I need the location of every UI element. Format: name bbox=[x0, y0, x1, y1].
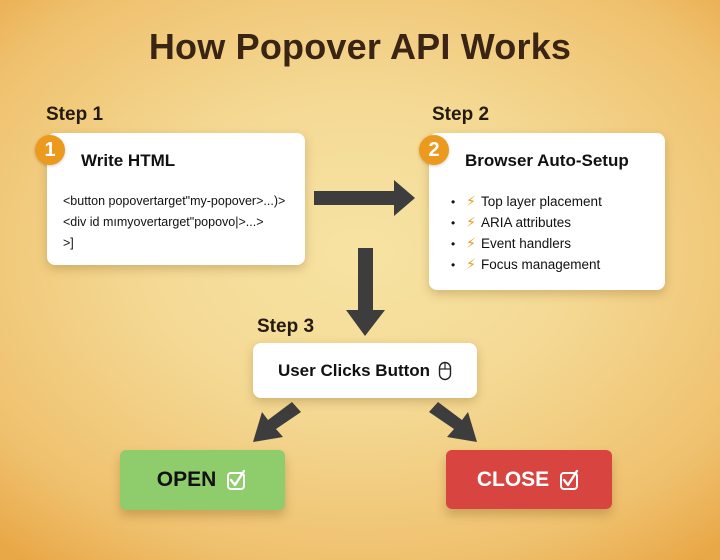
bullet: • bbox=[451, 194, 456, 209]
checkbox-checked-icon bbox=[560, 469, 579, 490]
feature-item: • ⚡ ARIA attributes bbox=[451, 212, 602, 233]
feature-item: • ⚡ Top layer placement bbox=[451, 191, 602, 212]
open-button[interactable]: OPEN bbox=[120, 450, 285, 510]
feature-item: • ⚡ Focus management bbox=[451, 254, 602, 275]
lightning-bolt-icon: ⚡ bbox=[466, 235, 476, 251]
diagram-title: How Popover API Works bbox=[148, 26, 572, 67]
bullet: • bbox=[451, 236, 456, 251]
feature-text: Top layer placement bbox=[481, 194, 602, 209]
arrow-right bbox=[314, 180, 415, 216]
feature-text: ARIA attributes bbox=[481, 215, 572, 230]
lightning-bolt-icon: ⚡ bbox=[466, 193, 476, 209]
step-2-badge: 2 bbox=[419, 135, 449, 165]
bullet: • bbox=[451, 215, 456, 230]
browser-auto-setup-card: Browser Auto-Setup • ⚡ Top layer placeme… bbox=[429, 133, 665, 290]
lightning-bolt-icon: ⚡ bbox=[466, 214, 476, 230]
code-line: <button popovertarget"my-popover>...)> bbox=[63, 194, 286, 208]
user-clicks-button-title: User Clicks Button bbox=[277, 360, 431, 380]
close-button[interactable]: CLOSE bbox=[446, 450, 612, 509]
step-2-label: Step 2 bbox=[432, 104, 490, 125]
browser-auto-setup-title: Browser Auto-Setup bbox=[465, 151, 629, 170]
feature-text: Focus management bbox=[481, 257, 601, 272]
mouse-icon bbox=[438, 361, 452, 380]
step-3-label: Step 3 bbox=[257, 316, 315, 337]
checkbox-checked-icon bbox=[227, 469, 246, 490]
step-1-badge: 1 bbox=[35, 135, 65, 165]
write-html-card: Write HTML <button popovertarget"my-popo… bbox=[47, 133, 305, 265]
write-html-title: Write HTML bbox=[81, 151, 176, 170]
feature-item: • ⚡ Event handlers bbox=[451, 233, 602, 254]
feature-list: • ⚡ Top layer placement • ⚡ ARIA attribu… bbox=[451, 191, 602, 275]
arrow-down bbox=[346, 248, 385, 336]
arrow-down-left bbox=[253, 402, 301, 442]
close-label: CLOSE bbox=[476, 467, 550, 491]
step-1-label: Step 1 bbox=[46, 104, 104, 125]
bullet: • bbox=[451, 257, 456, 272]
lightning-bolt-icon: ⚡ bbox=[466, 256, 476, 272]
feature-text: Event handlers bbox=[481, 236, 572, 251]
code-line: <div id mımyovertarget"popovo|>...> bbox=[63, 215, 264, 229]
arrow-down-right bbox=[429, 402, 477, 442]
code-line: >] bbox=[63, 236, 74, 250]
user-clicks-button-card[interactable]: User Clicks Button bbox=[253, 343, 477, 398]
open-label: OPEN bbox=[156, 468, 217, 491]
